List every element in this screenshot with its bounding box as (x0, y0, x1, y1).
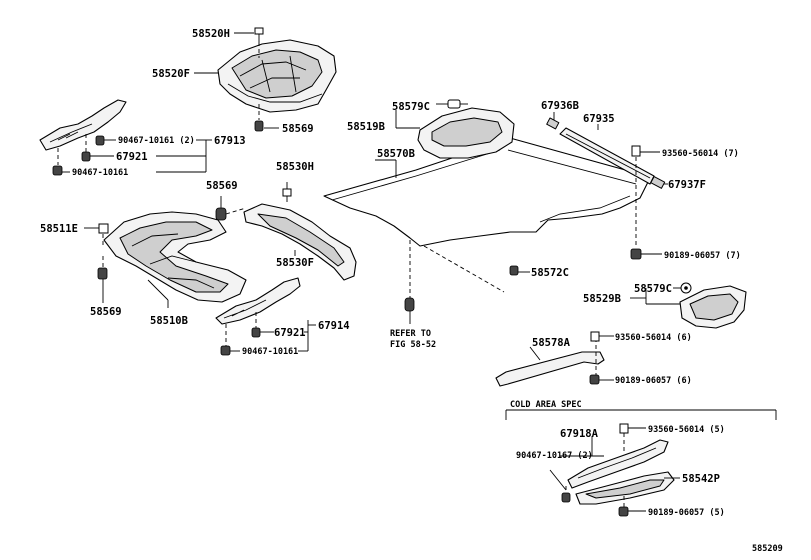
clip-58579c-right-icon[interactable] (680, 282, 692, 294)
label-93560-56014-7: 93560-56014 (7) (662, 149, 739, 159)
bolt-58520h-icon[interactable] (254, 27, 264, 42)
clip-58511e-icon[interactable] (98, 223, 109, 234)
clip-refer-icon[interactable] (404, 297, 415, 312)
label-67913: 67913 (214, 135, 246, 147)
label-58572c: 58572C (531, 267, 569, 279)
label-67914: 67914 (318, 320, 350, 332)
label-58529b: 58529B (583, 293, 621, 305)
part-58542p-cover[interactable] (575, 471, 675, 505)
part-58519b-tray[interactable] (417, 107, 515, 159)
part-67935-strip[interactable] (559, 127, 655, 185)
figure-number: 585209 (752, 544, 783, 554)
label-58520h: 58520H (192, 28, 230, 40)
nut-90189-06057-7-icon[interactable] (630, 248, 642, 260)
label-93560-56014-6: 93560-56014 (6) (615, 333, 692, 343)
screw-93560-56014-6-icon[interactable] (590, 331, 600, 342)
part-67937f-pad[interactable] (650, 176, 666, 189)
label-58578a: 58578A (532, 337, 571, 349)
label-90189-06057-6: 90189-06057 (6) (615, 376, 692, 386)
label-refer-1: REFER TO (390, 329, 431, 339)
label-58579c-top: 58579C (392, 101, 430, 113)
part-58570b-floor-panel[interactable] (323, 137, 649, 247)
label-90189-06057-7: 90189-06057 (7) (664, 251, 741, 261)
clip-58572c-icon[interactable] (509, 265, 519, 276)
screw-93560-56014-5-icon[interactable] (619, 423, 629, 434)
label-90467-10161-bot: 90467-10161 (242, 347, 298, 357)
label-58510b: 58510B (150, 315, 188, 327)
clip-58569-left-icon[interactable] (97, 267, 108, 280)
label-67921-bot: 67921 (274, 327, 306, 339)
part-58510b-floor-cover[interactable] (103, 211, 247, 303)
part-67918a-plate[interactable] (567, 439, 669, 489)
label-58519b: 58519B (347, 121, 385, 133)
screw-90467-10167-2-icon[interactable] (561, 492, 571, 503)
part-67914-plate[interactable] (215, 277, 301, 325)
label-58542p: 58542P (682, 473, 720, 485)
nut-90189-06057-5-icon[interactable] (618, 506, 629, 517)
label-67936b: 67936B (541, 100, 579, 112)
label-67921-top: 67921 (116, 151, 148, 163)
label-67935: 67935 (583, 113, 615, 125)
part-58520f-cover[interactable] (217, 39, 337, 113)
label-refer-2: FIG 58-52 (390, 340, 436, 350)
part-58530f-cross-member[interactable] (243, 203, 357, 281)
label-67937f: 67937F (668, 179, 706, 191)
bolt-58530h-icon[interactable] (282, 188, 292, 202)
clip-58569-mid-icon[interactable] (215, 207, 227, 221)
label-67918a: 67918A (560, 428, 599, 440)
label-90467-10161-2: 90467-10161 (2) (118, 136, 195, 146)
label-90189-06057-5: 90189-06057 (5) (648, 508, 725, 518)
nut-90189-06057-6-icon[interactable] (589, 374, 600, 385)
part-58578a-bracket[interactable] (495, 351, 605, 387)
clip-58569-top-icon[interactable] (254, 120, 264, 132)
screw-90467-10161-bot-icon[interactable] (220, 327, 261, 356)
label-90467-10161-top: 90467-10161 (72, 168, 128, 178)
part-58529b-tray[interactable] (679, 285, 747, 329)
clip-58579c-top-icon[interactable] (447, 99, 468, 109)
part-67913-plate[interactable] (39, 99, 127, 151)
label-58570b: 58570B (377, 148, 415, 160)
screw-93560-56014-7-icon[interactable] (631, 145, 641, 157)
label-58569-mid: 58569 (206, 180, 238, 192)
label-58530h: 58530H (276, 161, 314, 173)
screw-90467-10161-top-icon[interactable] (52, 135, 105, 176)
label-93560-56014-5: 93560-56014 (5) (648, 425, 725, 435)
label-58569-top: 58569 (282, 123, 314, 135)
label-58569-left: 58569 (90, 306, 122, 318)
label-58520f: 58520F (152, 68, 190, 80)
label-58530f: 58530F (276, 257, 314, 269)
part-67936b-pad[interactable] (546, 117, 560, 130)
label-cold-area-spec: COLD AREA SPEC (510, 400, 582, 410)
label-58579c-right: 58579C (634, 283, 672, 295)
label-58511e: 58511E (40, 223, 78, 235)
label-90467-10167-2: 90467-10167 (2) (516, 451, 593, 461)
